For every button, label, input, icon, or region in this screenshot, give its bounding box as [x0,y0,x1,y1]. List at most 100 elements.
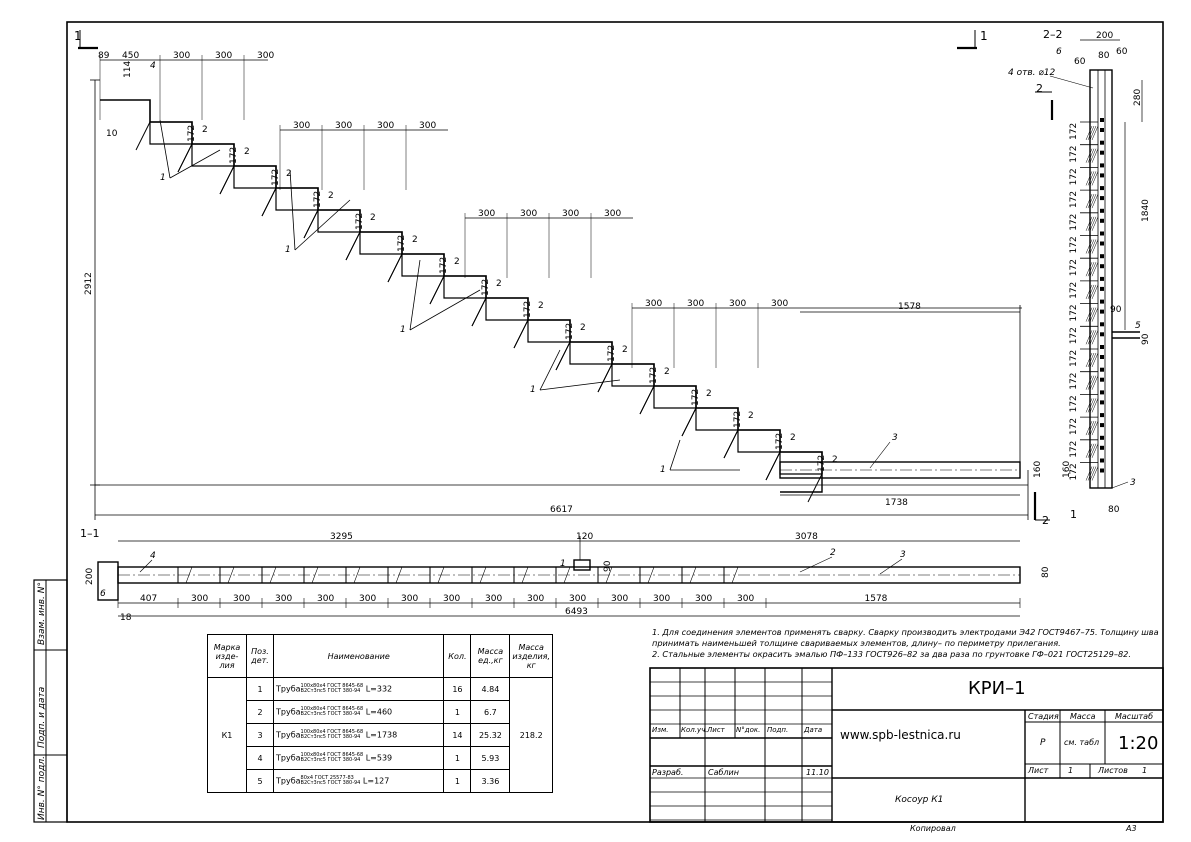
s22-hole [1100,367,1104,372]
pos6-s11: 6 [100,589,106,599]
s22-hole [1100,423,1104,428]
s22-hatch [1087,284,1095,299]
step-bevel [429,275,445,305]
role-developed: Разраб. [652,768,684,777]
s22-hatch [1089,239,1097,254]
dim-step: 300 [520,209,537,219]
side-label-replace: Взам. инв. N° [37,582,47,645]
overall-height-dim: 2912 [84,79,100,486]
s22-hatch [1089,125,1097,141]
brace-line [169,149,221,179]
bom-h-qty: Кол. [443,634,472,678]
brace-line [539,349,561,391]
step-tube [611,363,655,387]
gap-2: 2 [496,279,502,289]
s11-hatch [185,566,193,584]
bom-total-mass: 218.2 [509,677,553,793]
s11-hatch [395,566,403,584]
s11-dim: 300 [611,594,628,604]
title-block [649,667,1164,823]
s22-hole [1100,173,1104,178]
callout-1: 1 [400,325,406,335]
gap-2: 2 [286,169,292,179]
step-bevel [681,407,697,437]
gap-2: 2 [622,345,628,355]
s11-hatch [353,566,361,584]
bom-header-row: Марка изде- лия Поз. дет. Наименование К… [207,634,553,678]
stringer-elevation [100,99,823,503]
s22-hatch [1091,262,1099,277]
s22-hatch [1091,330,1099,345]
s11-dim: 300 [653,594,670,604]
step-tube [317,209,361,233]
s22-riser: 172 [1069,146,1079,163]
s22-hatch [1089,443,1097,458]
s22-hatch [1091,398,1099,413]
dim-step: 300 [419,121,436,131]
dim-60b-s22: 60 [1116,47,1128,57]
s22-hatch [1087,194,1095,209]
step-tube [149,121,193,145]
riser-172: 172 [271,169,281,186]
s22-hole [1100,400,1104,405]
riser-172: 172 [523,301,533,318]
section-marker-right: 1 [957,29,988,50]
sheets-header: Листов [1098,766,1128,775]
s22-riser: 172 [1069,441,1079,458]
s22-hatch [1091,216,1099,231]
s22-hatch [1085,466,1093,481]
riser-172: 172 [439,257,449,274]
step-tube [695,407,739,431]
step-tube [737,429,781,453]
step-tube [275,187,319,211]
s22-hatch [1087,216,1095,231]
dim-step: 300 [562,209,579,219]
tb-col-5: Дата [804,726,823,734]
s22-hatch [1091,239,1099,254]
dim-120: 120 [576,532,593,542]
gap-2: 2 [832,455,838,465]
stage-header: Стадия [1028,712,1059,721]
dim-80-s22: 80 [1098,51,1110,61]
s22-hatch [1085,239,1093,254]
s22-hatch [1089,421,1097,436]
scale-value: 1:20 [1118,733,1159,754]
s22-hole [1100,332,1104,337]
dim-1738: 1738 [885,498,908,508]
s22-hatch [1089,262,1097,277]
riser-172: 172 [607,345,617,362]
s22-hole [1100,118,1104,122]
bom-h-total: Масса изделия, кг [509,634,553,678]
s22-hatch [1091,375,1099,390]
marker-2-left: 2 [1036,82,1043,95]
step-bevel [555,341,571,371]
brace-line [289,169,296,251]
general-notes: 1. Для соединения элементов применять св… [652,627,1162,660]
drawing-code: КРИ–1 [968,678,1026,699]
gap-2: 2 [370,213,376,223]
s22-riser: 172 [1069,463,1079,480]
dim-90-s11: 90 [603,560,613,572]
gap-2: 2 [244,147,250,157]
s22-hole [1100,413,1104,418]
step-bevel [177,143,193,173]
s22-riser: 172 [1069,214,1079,231]
step-bevel [597,363,613,393]
pos3-s22: 3 [1130,478,1136,488]
s22-hatch [1087,148,1095,163]
s22-hatch [1087,443,1095,458]
riser-172: 172 [733,411,743,428]
s22-hatch [1089,398,1097,413]
step-tube [569,341,613,365]
sheet-value: 1 [1068,766,1074,775]
dim-3078: 3078 [795,532,818,542]
s22-hole [1100,208,1104,213]
s22-hole [1100,345,1104,349]
dim-90a-s22: 90 [1110,305,1122,315]
pos3-s11: 3 [900,550,906,560]
s22-hole [1100,276,1104,281]
